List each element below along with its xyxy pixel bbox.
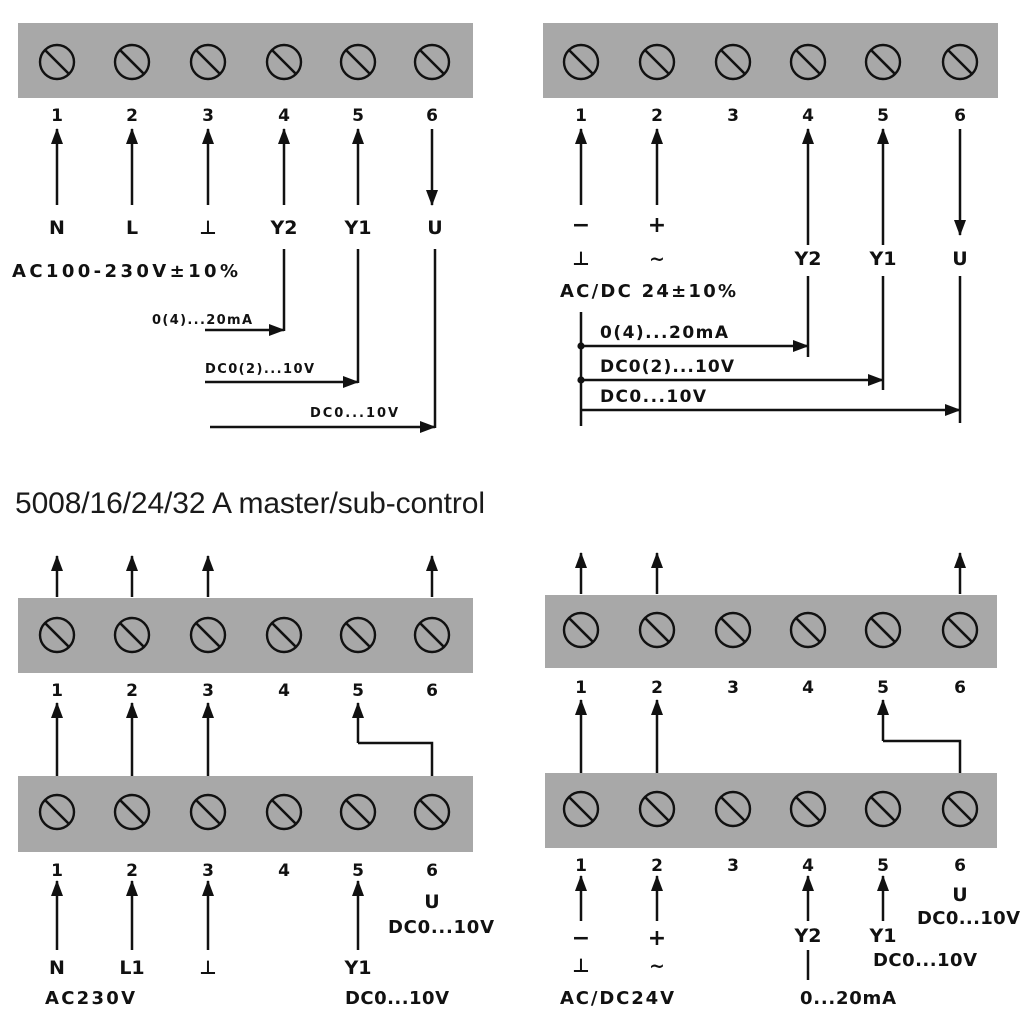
output-label-u: U bbox=[952, 884, 967, 906]
ground-symbol: ⊥ bbox=[572, 955, 589, 977]
supply-voltage-label: AC230V bbox=[45, 988, 135, 1009]
polarity-minus-label: − bbox=[572, 213, 590, 238]
supply-voltage-label: AC/DC 24±10% bbox=[560, 281, 736, 302]
wire-label-y2: Y2 bbox=[794, 248, 822, 270]
ground-symbol: ⊥ bbox=[572, 248, 589, 270]
wire-label-u: U bbox=[952, 248, 967, 270]
wire-label-n: N bbox=[49, 217, 65, 239]
terminal-number-4: 4 bbox=[802, 678, 814, 698]
signal-label-voltage-y1: DC0(2)...10V bbox=[205, 362, 314, 377]
bottom-left-master-sub-diagram: 1 2 3 4 5 6 1 2 3 4 5 6 U DC0...10V N L1… bbox=[18, 555, 494, 1009]
terminal-number-2: 2 bbox=[651, 856, 663, 876]
terminal-number-5: 5 bbox=[352, 861, 364, 881]
wire-label-y1: Y1 bbox=[344, 217, 372, 239]
polarity-plus-label: + bbox=[648, 213, 666, 238]
terminal-number-5: 5 bbox=[352, 106, 364, 126]
top-right-wiring-diagram: 1 2 3 4 5 6 − + ⊥ ~ Y2 Y1 U AC/DC 24±10%… bbox=[543, 23, 998, 426]
terminal-number-2: 2 bbox=[651, 678, 663, 698]
wire-label-y2: Y2 bbox=[270, 217, 298, 239]
signal-label-current: 0(4)...20mA bbox=[152, 313, 252, 328]
signal-label-voltage-y1: DC0(2)...10V bbox=[600, 357, 735, 377]
terminal-number-6: 6 bbox=[954, 678, 966, 698]
terminal-number-3: 3 bbox=[727, 678, 739, 698]
supply-voltage-label: AC/DC24V bbox=[560, 988, 674, 1009]
signal-label-voltage-u: DC0...10V bbox=[310, 406, 398, 421]
terminal-number-4: 4 bbox=[802, 106, 814, 126]
terminal-number-6: 6 bbox=[426, 861, 438, 881]
wire-label-ground: ⊥ bbox=[199, 217, 216, 239]
output-signal-label: DC0...10V bbox=[917, 908, 1020, 929]
terminal-number-2: 2 bbox=[126, 681, 138, 701]
input-signal-label: DC0...10V bbox=[345, 988, 449, 1009]
terminal-number-3: 3 bbox=[727, 106, 739, 126]
wire-label-u: U bbox=[427, 217, 442, 239]
terminal-number-4: 4 bbox=[278, 681, 290, 701]
terminal-number-3: 3 bbox=[202, 106, 214, 126]
terminal-number-2: 2 bbox=[126, 106, 138, 126]
terminal-number-1: 1 bbox=[51, 681, 63, 701]
wire-label-l1: L1 bbox=[119, 957, 144, 979]
current-signal-label: 0...20mA bbox=[800, 988, 896, 1009]
terminal-number-1: 1 bbox=[575, 106, 587, 126]
terminal-number-4: 4 bbox=[278, 106, 290, 126]
link-wire-6-to-5 bbox=[883, 739, 962, 773]
wire-label-y1: Y1 bbox=[869, 925, 897, 947]
supply-voltage-label: AC100-230V±10% bbox=[12, 261, 238, 282]
terminal-number-6: 6 bbox=[954, 106, 966, 126]
bottom-right-master-sub-diagram: 1 2 3 4 5 6 1 2 3 4 5 6 U DC0...10V − + … bbox=[545, 552, 1020, 1009]
wire-label-y1: Y1 bbox=[869, 248, 897, 270]
ac-symbol: ~ bbox=[649, 955, 665, 977]
terminal-number-4: 4 bbox=[278, 861, 290, 881]
wire-label-n: N bbox=[49, 957, 65, 979]
terminal-number-5: 5 bbox=[877, 106, 889, 126]
signal-label-current: 0(4)...20mA bbox=[600, 323, 729, 343]
terminal-number-1: 1 bbox=[575, 856, 587, 876]
terminal-number-1: 1 bbox=[575, 678, 587, 698]
terminal-block bbox=[543, 23, 998, 98]
polarity-minus-label: − bbox=[572, 926, 590, 951]
polarity-plus-label: + bbox=[648, 926, 666, 951]
wire-label-ground: ⊥ bbox=[199, 957, 216, 979]
lower-terminal-block bbox=[545, 773, 997, 848]
output-signal-label: DC0...10V bbox=[388, 917, 494, 938]
upper-terminal-block bbox=[545, 595, 997, 668]
top-left-wiring-diagram: 1 2 3 4 5 6 N L ⊥ Y2 Y1 U AC100-230V±10%… bbox=[12, 23, 473, 433]
link-wire-6-to-5 bbox=[358, 741, 434, 776]
signal-label-voltage-u: DC0...10V bbox=[600, 387, 707, 407]
input-signal-label: DC0...10V bbox=[873, 950, 977, 971]
terminal-block bbox=[18, 23, 473, 98]
terminal-number-6: 6 bbox=[954, 856, 966, 876]
terminal-number-1: 1 bbox=[51, 861, 63, 881]
terminal-number-5: 5 bbox=[352, 681, 364, 701]
wire-label-l: L bbox=[126, 217, 138, 239]
ac-symbol: ~ bbox=[649, 248, 665, 270]
terminal-number-5: 5 bbox=[877, 678, 889, 698]
wire-label-y2: Y2 bbox=[794, 925, 822, 947]
lower-terminal-block bbox=[18, 776, 473, 852]
terminal-number-5: 5 bbox=[877, 856, 889, 876]
terminal-number-3: 3 bbox=[727, 856, 739, 876]
output-label-u: U bbox=[424, 891, 439, 913]
terminal-number-6: 6 bbox=[426, 106, 438, 126]
terminal-number-2: 2 bbox=[651, 106, 663, 126]
wire-label-y1: Y1 bbox=[344, 957, 372, 979]
terminal-number-3: 3 bbox=[202, 681, 214, 701]
upper-terminal-block bbox=[18, 598, 473, 673]
section-title: 5008/16/24/32 A master/sub-control bbox=[15, 487, 485, 520]
terminal-number-1: 1 bbox=[51, 106, 63, 126]
terminal-number-2: 2 bbox=[126, 861, 138, 881]
terminal-number-3: 3 bbox=[202, 861, 214, 881]
terminal-number-6: 6 bbox=[426, 681, 438, 701]
terminal-number-4: 4 bbox=[802, 856, 814, 876]
